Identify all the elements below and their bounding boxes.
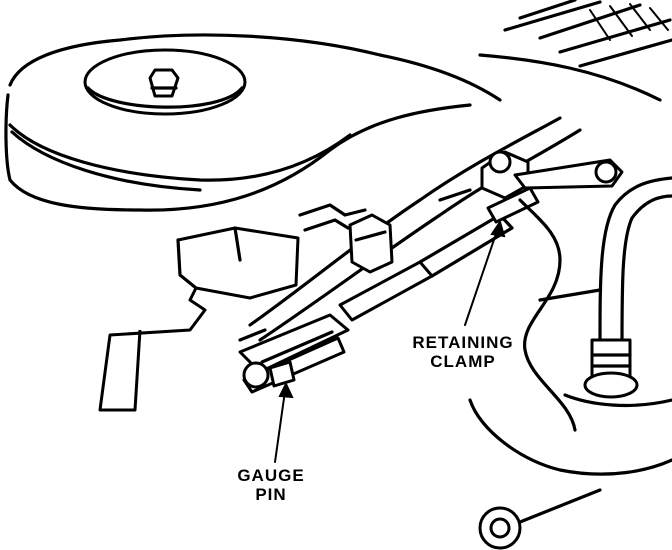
oil-cooler-hose bbox=[583, 176, 672, 399]
retaining-clamp-label: RETAINING CLAMP bbox=[402, 333, 524, 371]
gauge-pin-label-line1: GAUGE bbox=[237, 466, 305, 485]
adjustment-sleeve bbox=[338, 186, 540, 322]
shift-rod bbox=[248, 116, 582, 342]
retaining-clamp-label-line1: RETAINING bbox=[412, 333, 514, 352]
gauge-pin-label: GAUGE PIN bbox=[226, 466, 316, 504]
leader-lines bbox=[274, 219, 506, 463]
rod-grommet bbox=[348, 213, 394, 274]
transmission-case bbox=[468, 198, 672, 476]
gauge-pin-label-line2: PIN bbox=[255, 485, 287, 504]
retaining-clamp-label-line2: CLAMP bbox=[430, 352, 496, 371]
shift-lever bbox=[480, 150, 624, 200]
clevis-and-gauge-pin bbox=[238, 313, 350, 394]
engine-block bbox=[478, 0, 672, 102]
ring-fitting bbox=[478, 488, 602, 550]
mounting-bracket bbox=[98, 226, 300, 412]
transmission-pan bbox=[4, 33, 502, 212]
